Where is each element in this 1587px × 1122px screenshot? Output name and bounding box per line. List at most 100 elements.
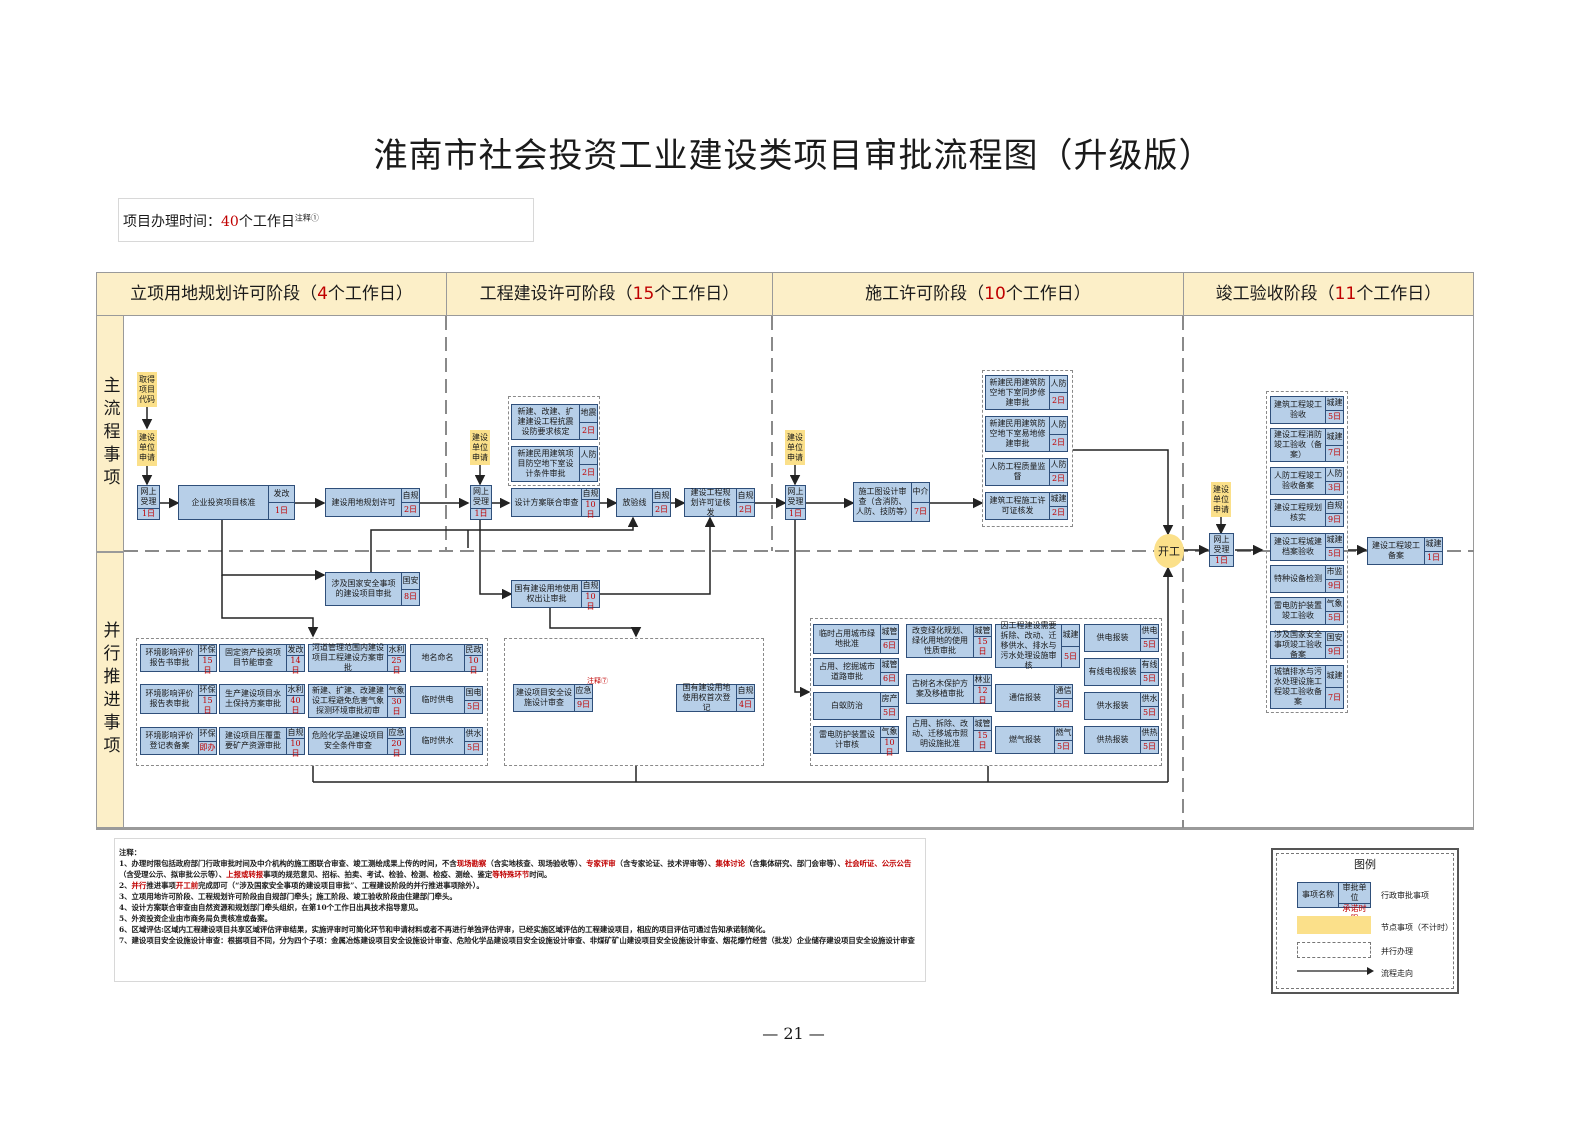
- note-7: 7、建设项目安全设施设计审查：根据项目不同，分为四个子项：金属冶炼建设项目安全设…: [119, 936, 915, 945]
- box-eia-registration: 环境影响评价登记表备案环保即办: [140, 727, 217, 755]
- legend: 图例 事项名称审批单位承诺时限 行政审批事项 节点事项（不计时） 并行办理 流程…: [1271, 848, 1459, 994]
- time-suffix: 个工作日: [238, 214, 295, 230]
- lane-label-parallel: 并行推进事项: [96, 552, 124, 828]
- stage-dividers: [124, 316, 1474, 828]
- node-apply-3: 建设单位申请: [785, 430, 805, 465]
- group-seismic-civil-defense: [508, 396, 600, 486]
- stage-header-1: 立项用地规划许可阶段（4个工作日）: [96, 272, 447, 316]
- stage-header-3: 施工许可阶段（10个工作日）: [772, 272, 1184, 316]
- group-completion: [1266, 391, 1348, 713]
- time-note: 注释①: [294, 213, 319, 223]
- legend-admin-label: 行政审批事项: [1381, 891, 1429, 900]
- page-title: 淮南市社会投资工业建设类项目审批流程图（升级版）: [373, 136, 1214, 176]
- project-time-box: 项目办理时间：40个工作日注释①: [118, 198, 534, 242]
- notes-title: 注释：: [119, 848, 142, 857]
- stage-header-4: 竣工验收阶段（11个工作日）: [1183, 272, 1474, 316]
- stage-header-2: 工程建设许可阶段（15个工作日）: [446, 272, 773, 316]
- legend-node-swatch: [1297, 916, 1371, 934]
- node-obtain-code: 取得项目代码: [137, 372, 157, 407]
- note-6: 6、区域评估:区域内工程建设项目共享区域评估评审结果，实施评审时可简化环节和申请…: [119, 925, 770, 934]
- page-number: — 21 —: [762, 1024, 825, 1043]
- node-start-construction: 开工: [1154, 534, 1184, 568]
- legend-node-label: 节点事项（不计时）: [1381, 923, 1453, 932]
- note-2: 2、并行推进事项开工前完成即可（“涉及国家安全事项的建设项目审批”、工程建设阶段…: [119, 881, 484, 890]
- node-apply-1: 建设单位申请: [137, 430, 157, 466]
- lane-label-main: 主流程事项: [96, 315, 124, 552]
- node-apply-2: 建设单位申请: [470, 430, 490, 465]
- node-apply-4: 建设单位申请: [1211, 482, 1231, 517]
- legend-flow-label: 流程走向: [1381, 969, 1413, 978]
- note-7-marker: 注释⑦: [587, 677, 608, 685]
- note-4: 4、设计方案联合审查由自然资源和规划部门牵头组织，在第10个工作日出具技术指导意…: [119, 903, 423, 912]
- group-parallel-stage2: [504, 638, 764, 766]
- note-5: 5、外资投资企业由市商务局负责核准或备案。: [119, 914, 272, 923]
- legend-parallel-label: 并行办理: [1381, 947, 1413, 956]
- arrows: [141, 406, 1368, 783]
- group-parallel-stage3: [810, 618, 1162, 766]
- group-civil-defense-permit: [982, 370, 1073, 527]
- legend-sample-box: 事项名称审批单位承诺时限: [1297, 882, 1371, 923]
- time-days: 40: [221, 214, 239, 230]
- note-1: 1、办理时限包括政府部门行政审批时间及中介机构的施工图联合审查、竣工测绘成果上传…: [119, 859, 912, 879]
- legend-parallel-swatch: [1297, 942, 1371, 958]
- time-prefix: 项目办理时间：: [123, 214, 221, 230]
- group-parallel-stage1: [136, 638, 488, 766]
- legend-title: 图例: [1354, 858, 1376, 871]
- notes-panel: 注释： 1、办理时限包括政府部门行政审批时间及中介机构的施工图联合审查、竣工测绘…: [114, 838, 926, 982]
